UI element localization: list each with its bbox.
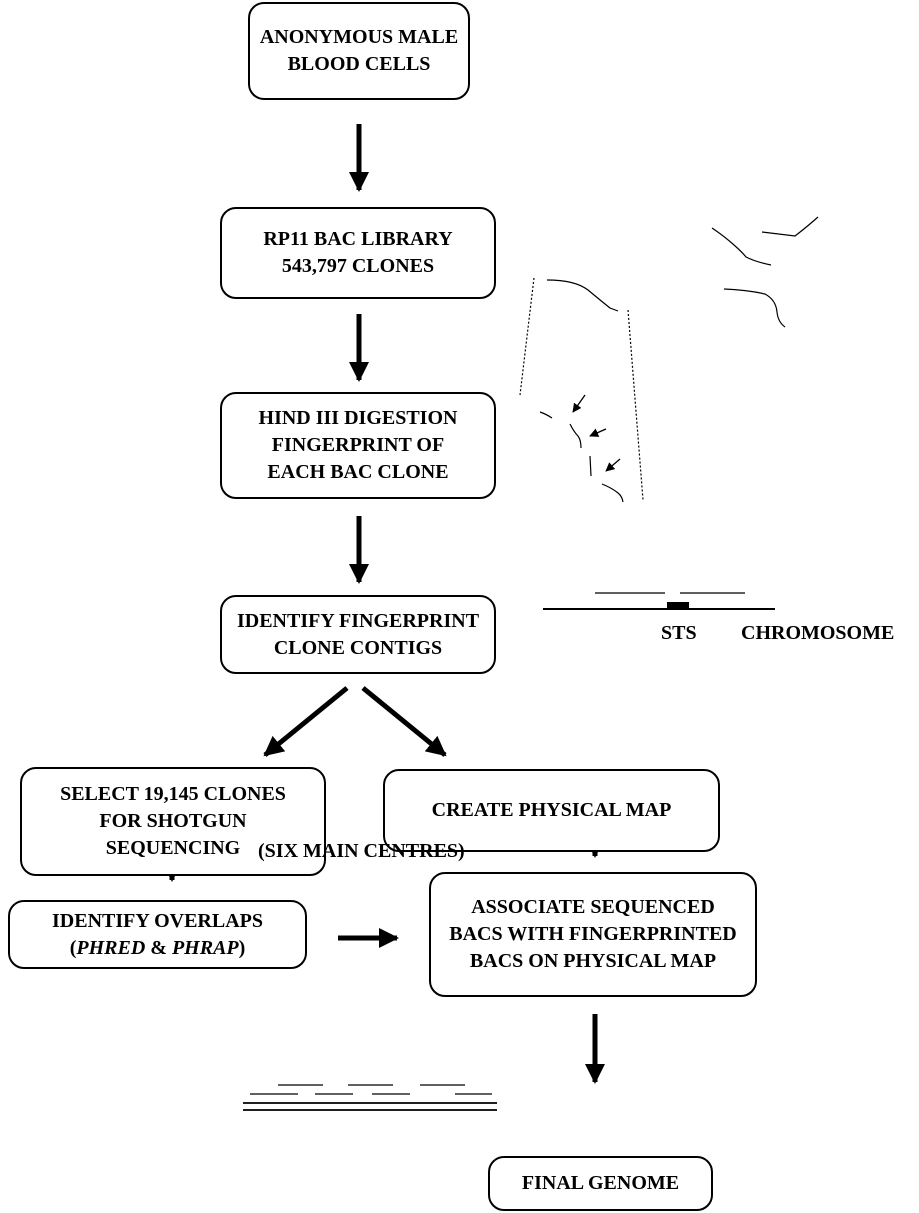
- fingerprint-gel-sketch: [519, 277, 644, 503]
- box-text-line: FOR SHOTGUN: [99, 810, 247, 832]
- box-text-line: IDENTIFY OVERLAPS: [52, 909, 263, 932]
- box-text-line: ASSOCIATE SEQUENCED: [471, 896, 715, 918]
- chromosome-sts-sketch: [543, 592, 775, 610]
- box-text-line: IDENTIFY FINGERPRINT: [236, 609, 480, 632]
- box-text-line: 543,797 CLONES: [281, 255, 435, 277]
- box-text-line: EACH BAC CLONE: [267, 461, 449, 483]
- box-text-line: SEQUENCING: [105, 837, 241, 859]
- arrow-contigs-to-physical-map: [361, 686, 447, 757]
- select-clones-box: SELECT 19,145 CLONES FOR SHOTGUN SEQUENC…: [20, 767, 326, 876]
- box-text-line: FINGERPRINT OF: [271, 434, 445, 456]
- box-text-line: ANONYMOUS MALE: [259, 26, 459, 48]
- physical-map-box: CREATE PHYSICAL MAP: [383, 769, 720, 852]
- box-text-line: RP11 BAC LIBRARY: [263, 228, 453, 250]
- dna-fragment-sketch: [711, 216, 819, 328]
- box-text-line: BACS ON PHYSICAL MAP: [469, 950, 717, 972]
- six-centres-label: (SIX MAIN CENTRES): [258, 840, 465, 862]
- box-text-line: CREATE PHYSICAL MAP: [431, 799, 672, 821]
- box-text-line: BLOOD CELLS: [287, 53, 431, 75]
- sts-label: STS: [661, 622, 697, 644]
- box-text-line: HIND III DIGESTION: [258, 407, 458, 429]
- chromosome-label: CHROMOSOME: [741, 622, 895, 644]
- bac-library-box: RP11 BAC LIBRARY 543,797 CLONES: [220, 207, 496, 299]
- phrap-label: PHRAP: [171, 936, 239, 959]
- overlapping-reads-sketch: [243, 1084, 497, 1111]
- digestion-box: HIND III DIGESTION FINGERPRINT OF EACH B…: [220, 392, 496, 499]
- overlaps-tools-line: (PHRED & PHRAP): [52, 935, 263, 962]
- gel-pointer-1: [572, 394, 586, 413]
- box-text-line: BACS WITH FINGERPRINTED: [449, 923, 737, 945]
- box-text-line: SELECT 19,145 CLONES: [60, 783, 286, 805]
- paren-open: (: [69, 936, 77, 959]
- overlaps-box: IDENTIFY OVERLAPS (PHRED & PHRAP): [8, 900, 307, 969]
- arrow-contigs-to-select: [263, 686, 349, 757]
- gel-pointer-2: [589, 428, 607, 437]
- associate-box: ASSOCIATE SEQUENCED BACS WITH FINGERPRIN…: [429, 872, 757, 997]
- ampersand: &: [145, 936, 172, 959]
- box-text-line: CLONE CONTIGS: [273, 636, 443, 659]
- box-text-line: FINAL GENOME: [521, 1172, 680, 1194]
- phred-label: PHRED: [76, 936, 146, 959]
- contigs-box: IDENTIFY FINGERPRINT CLONE CONTIGS: [220, 595, 496, 674]
- final-genome-box: FINAL GENOME: [488, 1156, 713, 1211]
- gel-pointer-3: [605, 458, 621, 472]
- blood-cells-box: ANONYMOUS MALE BLOOD CELLS: [248, 2, 470, 100]
- paren-close: ): [238, 936, 246, 959]
